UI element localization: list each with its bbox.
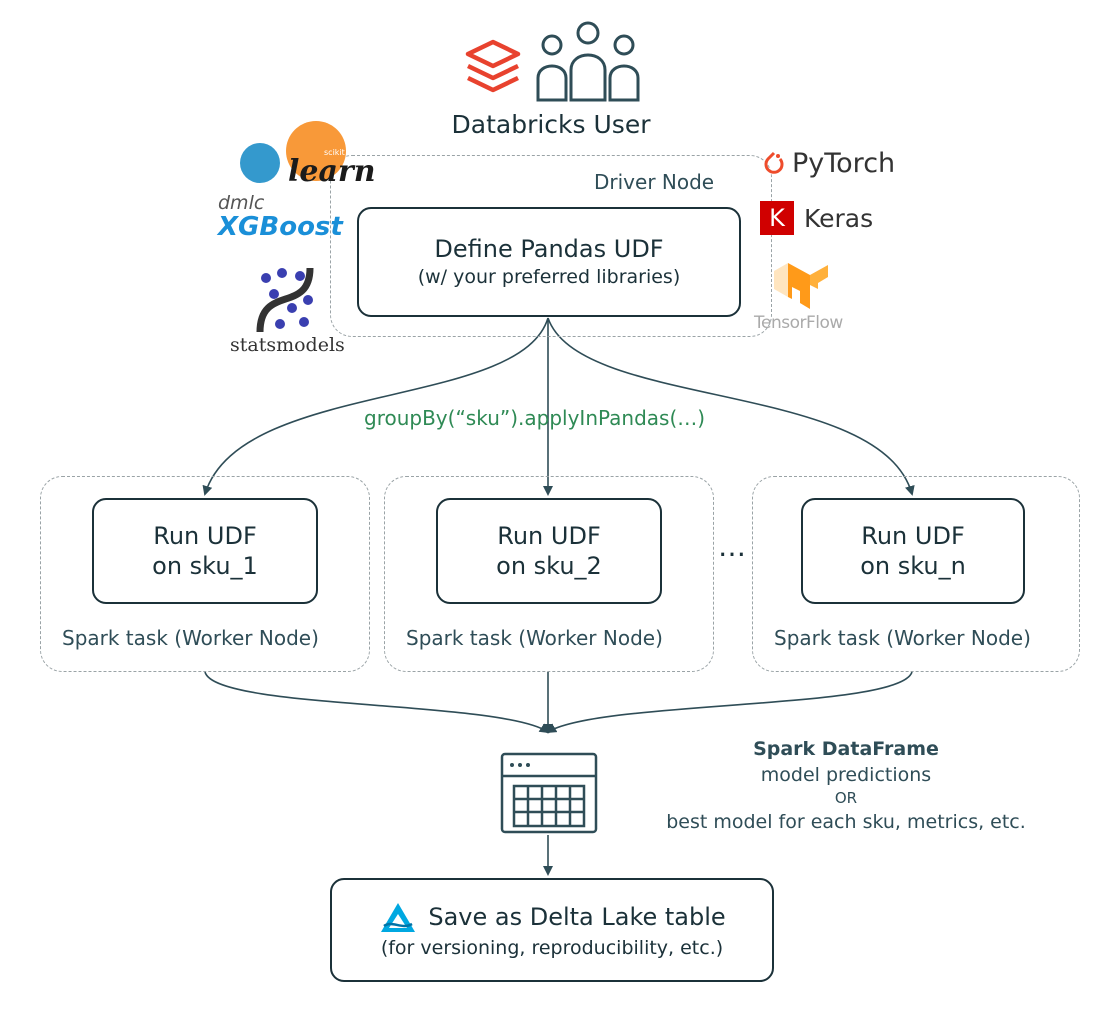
- scikit-learn-icon: [240, 121, 346, 183]
- delta-lake-title: Save as Delta Lake table: [428, 903, 726, 932]
- delta-lake-subtitle: (for versioning, reproducibility, etc.): [380, 936, 724, 959]
- worker-node-n-container: [752, 476, 1080, 672]
- save-delta-lake-box: Save as Delta Lake table (for versioning…: [330, 878, 774, 982]
- dataframe-line1: model predictions: [760, 764, 932, 787]
- dataframe-or: OR: [834, 789, 858, 808]
- dataframe-description: Spark DataFrame model predictions OR bes…: [630, 736, 1062, 835]
- run-udf-box-n: Run UDF on sku_n: [801, 498, 1025, 604]
- keras-icon: K: [760, 201, 794, 235]
- arrow-from-worker-n: [546, 671, 913, 734]
- define-udf-title: Define Pandas UDF: [434, 235, 664, 264]
- statsmodels-logo: statsmodels: [230, 264, 345, 356]
- tensorflow-icon: [774, 263, 828, 309]
- driver-node-label: Driver Node: [594, 170, 715, 194]
- worker-node-2-container: [384, 476, 714, 672]
- pytorch-logo: PyTorch: [762, 148, 895, 179]
- run-udf-title-1: Run UDF: [153, 522, 257, 550]
- worker-node-1-label: Spark task (Worker Node): [62, 626, 319, 650]
- users-icon: [536, 21, 640, 102]
- define-udf-subtitle: (w/ your preferred libraries): [417, 266, 681, 289]
- driver-node-container: [330, 155, 772, 337]
- run-udf-title-n: Run UDF: [861, 522, 965, 550]
- worker-node-n-label: Spark task (Worker Node): [774, 626, 1031, 650]
- run-udf-sku-2: on sku_2: [496, 552, 602, 580]
- run-udf-box-1: Run UDF on sku_1: [92, 498, 318, 604]
- arrow-to-worker-n: [547, 317, 915, 496]
- dataframe-title: Spark DataFrame: [753, 738, 939, 760]
- arrow-from-worker-1: [204, 671, 550, 734]
- group-by-apply-label: groupBy(“sku”).applyInPandas(…): [364, 406, 706, 430]
- arrow-to-worker-1: [202, 317, 549, 496]
- databricks-logo-icon: [465, 39, 521, 93]
- run-udf-sku-n: on sku_n: [860, 552, 966, 580]
- tensorflow-logo: TensorFlow: [752, 255, 852, 337]
- define-pandas-udf-box: Define Pandas UDF (w/ your preferred lib…: [357, 207, 741, 317]
- run-udf-box-2: Run UDF on sku_2: [436, 498, 662, 604]
- databricks-user-title: Databricks User: [451, 110, 651, 139]
- delta-lake-icon: [381, 902, 416, 932]
- dataframe-table-icon: [500, 752, 598, 834]
- ellipsis: …: [718, 530, 746, 563]
- worker-node-2-label: Spark task (Worker Node): [406, 626, 663, 650]
- run-udf-title-2: Run UDF: [497, 522, 601, 550]
- dataframe-line2: best model for each sku, metrics, etc.: [666, 811, 1026, 834]
- scikit-learn-logo: scikit learn: [236, 118, 376, 190]
- keras-logo: K Keras: [760, 201, 873, 235]
- worker-node-1-container: [40, 476, 370, 672]
- statsmodels-icon: [256, 267, 314, 333]
- run-udf-sku-1: on sku_1: [152, 552, 258, 580]
- xgboost-logo: dmlc XGBoost: [218, 192, 343, 242]
- pytorch-icon: [764, 151, 784, 174]
